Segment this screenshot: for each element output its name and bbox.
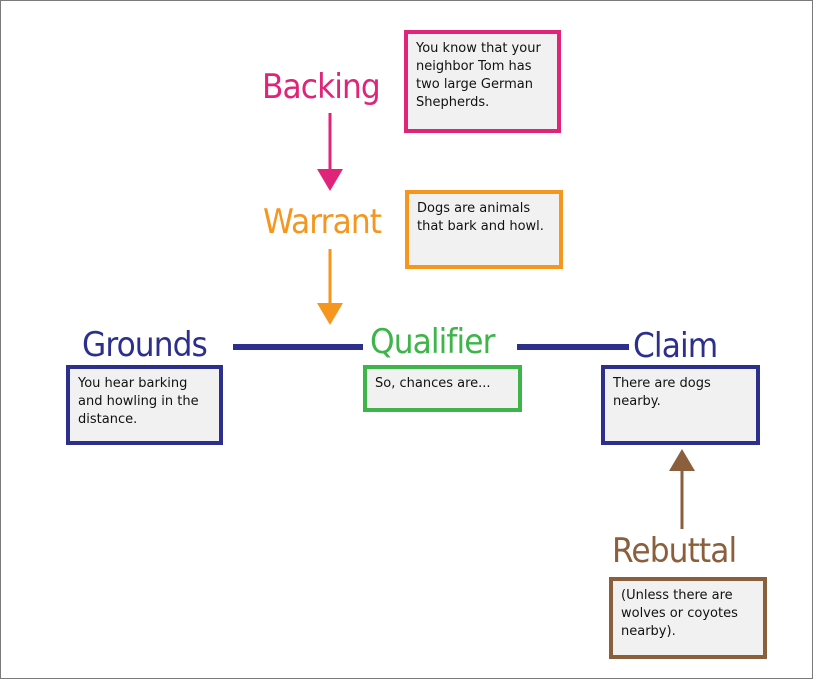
backing-text: You know that your neighbor Tom has two … [416,41,541,110]
qualifier-text: So, chances are... [375,376,491,391]
grounds-text: You hear barking and howling in the dist… [78,376,199,427]
claim-box: There are dogs nearby. [601,365,760,445]
backing-box: You know that your neighbor Tom has two … [404,30,561,133]
warrant-arrow-head [317,303,343,325]
rebuttal-text: (Unless there are wolves or coyotes near… [621,588,738,639]
grounds-label: Grounds [82,325,208,365]
qualifier-box: So, chances are... [363,365,522,412]
rebuttal-arrow-head [669,449,695,471]
warrant-label: Warrant [263,202,382,242]
backing-arrow-head [317,169,343,191]
warrant-box: Dogs are animals that bark and howl. [405,190,563,269]
warrant-text: Dogs are animals that bark and howl. [417,201,544,234]
rebuttal-box: (Unless there are wolves or coyotes near… [609,577,767,659]
rebuttal-label: Rebuttal [612,531,737,571]
grounds-box: You hear barking and howling in the dist… [66,365,223,445]
qualifier-label: Qualifier [370,322,495,362]
claim-text: There are dogs nearby. [613,376,711,409]
claim-label: Claim [633,326,718,366]
backing-label: Backing [262,67,381,107]
